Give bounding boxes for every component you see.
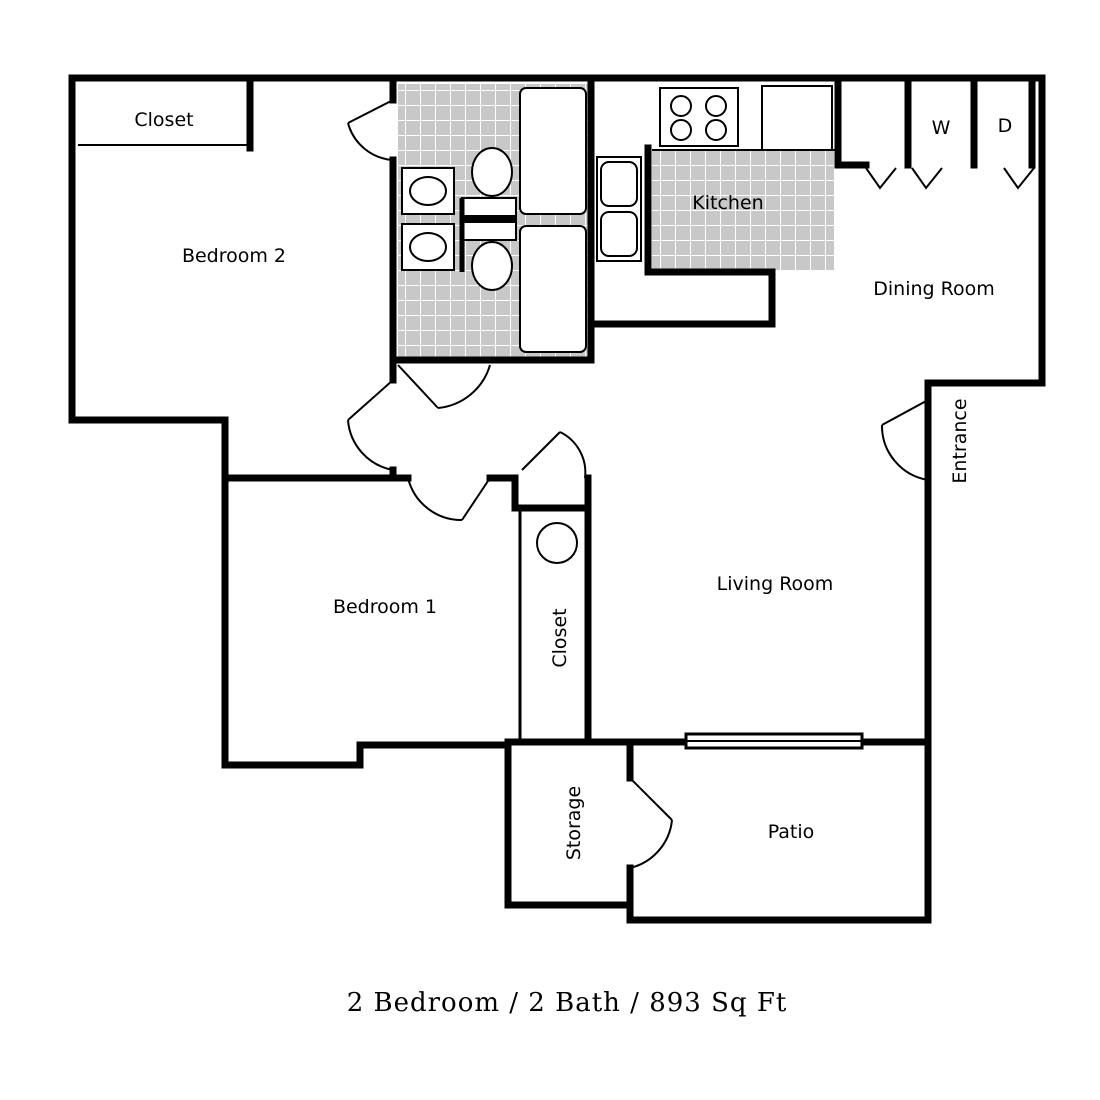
bathroom-fixtures <box>401 87 587 353</box>
water-heater-icon <box>536 522 578 564</box>
bedroom2-label: Bedroom 2 <box>182 245 286 267</box>
bedroom1-label: Bedroom 1 <box>333 596 437 618</box>
floor-plan-caption: 2 Bedroom / 2 Bath / 893 Sq Ft <box>347 988 788 1018</box>
kitchen-label: Kitchen <box>692 192 763 214</box>
closet-top-label: Closet <box>134 109 193 131</box>
storage-label: Storage <box>563 786 585 860</box>
patio-label: Patio <box>768 821 815 843</box>
dining-room-label: Dining Room <box>873 278 994 300</box>
living-room-label: Living Room <box>717 573 834 595</box>
washer-label: W <box>932 117 951 139</box>
entrance-label: Entrance <box>949 398 971 483</box>
walls <box>68 74 1046 924</box>
kitchen-tiles <box>652 150 834 270</box>
doors <box>347 99 1035 869</box>
dryer-label: D <box>998 115 1013 137</box>
kitchen-fixtures <box>596 85 833 262</box>
closet-mid-label: Closet <box>549 608 571 667</box>
